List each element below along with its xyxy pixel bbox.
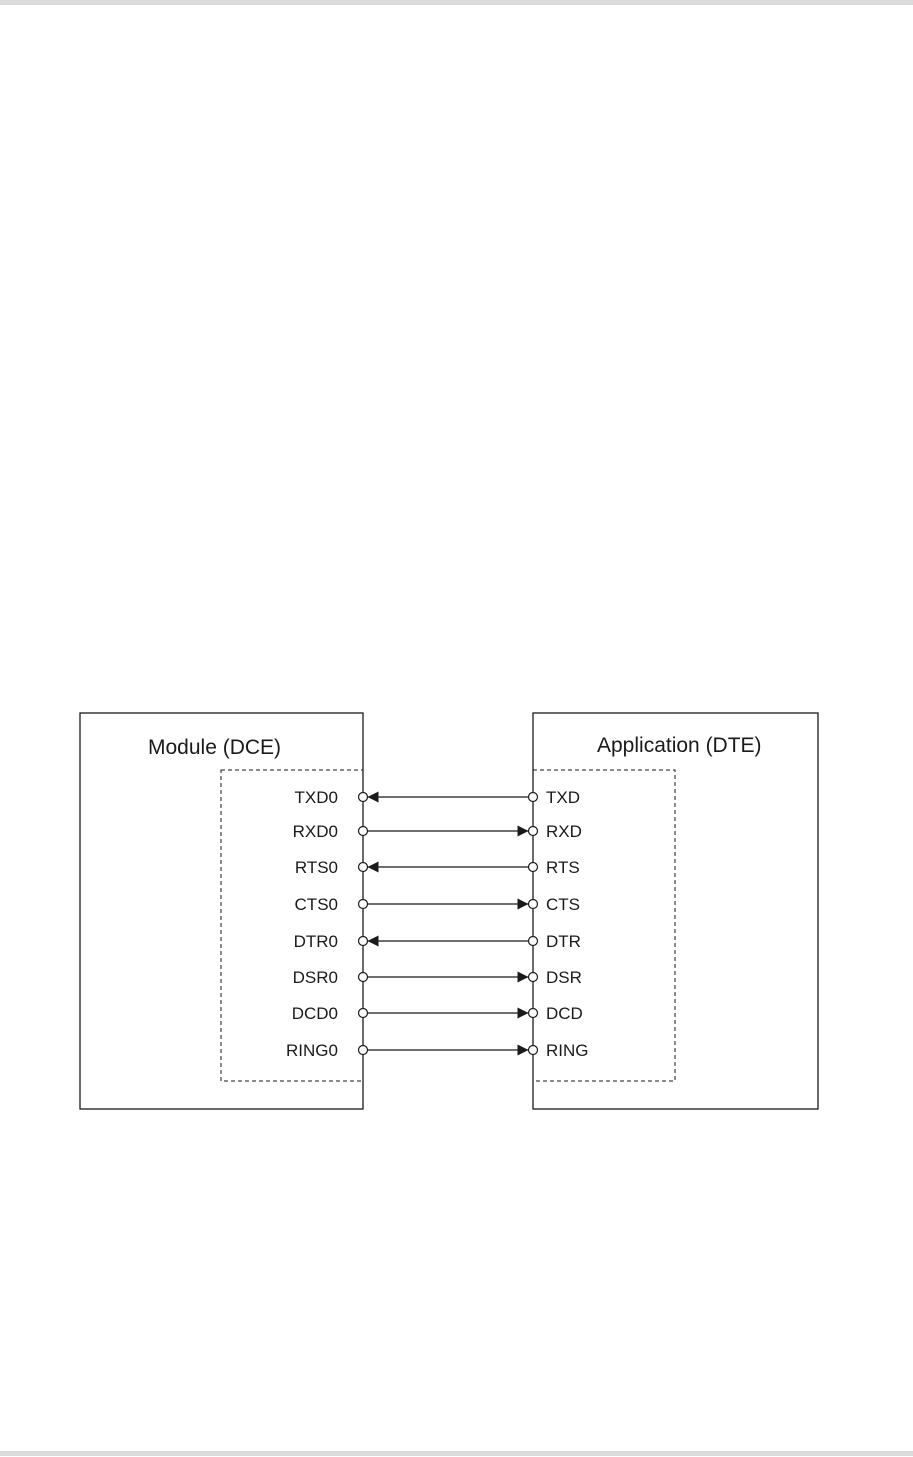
dte-signal-label: TXD — [546, 788, 580, 807]
dte-signal-label: DSR — [546, 968, 582, 987]
dce-pin-circle — [359, 793, 368, 802]
dce-pin-circle — [359, 863, 368, 872]
dce-signal-label: RXD0 — [293, 822, 338, 841]
dte-pin-circle — [529, 973, 538, 982]
dte-pin-circle — [529, 937, 538, 946]
dte-signal-label: DTR — [546, 932, 581, 951]
arrowhead-icon — [368, 862, 379, 873]
dte-title: Application (DTE) — [597, 734, 762, 757]
dte-pin-circle — [529, 827, 538, 836]
arrowhead-icon — [368, 936, 379, 947]
arrowhead-icon — [518, 1008, 529, 1019]
dte-pin-circle — [529, 1046, 538, 1055]
dte-pin-circle — [529, 1009, 538, 1018]
dce-pin-circle — [359, 900, 368, 909]
dce-signal-label: TXD0 — [295, 788, 338, 807]
dce-signal-label: RING0 — [286, 1041, 338, 1060]
dce-signal-label: DSR0 — [293, 968, 338, 987]
dte-pin-circle — [529, 900, 538, 909]
dce-pin-circle — [359, 937, 368, 946]
dce-title: Module (DCE) — [148, 736, 281, 759]
dte-pin-circle — [529, 863, 538, 872]
dte-pin-circle — [529, 793, 538, 802]
arrowhead-icon — [368, 792, 379, 803]
dce-signal-label: DCD0 — [292, 1004, 338, 1023]
dce-pin-circle — [359, 1046, 368, 1055]
dte-signal-label: RTS — [546, 858, 580, 877]
dte-signal-label: RXD — [546, 822, 582, 841]
dce-signal-label: CTS0 — [295, 895, 338, 914]
arrowhead-icon — [518, 826, 529, 837]
dce-pin-circle — [359, 973, 368, 982]
dce-signal-label: RTS0 — [295, 858, 338, 877]
dce-pin-circle — [359, 827, 368, 836]
dce-signal-label: DTR0 — [294, 932, 338, 951]
dte-signal-label: RING — [546, 1041, 589, 1060]
dce-pin-circle — [359, 1009, 368, 1018]
dte-signal-label: DCD — [546, 1004, 583, 1023]
arrowhead-icon — [518, 1045, 529, 1056]
arrowhead-icon — [518, 899, 529, 910]
arrowhead-icon — [518, 972, 529, 983]
dte-signal-label: CTS — [546, 895, 580, 914]
